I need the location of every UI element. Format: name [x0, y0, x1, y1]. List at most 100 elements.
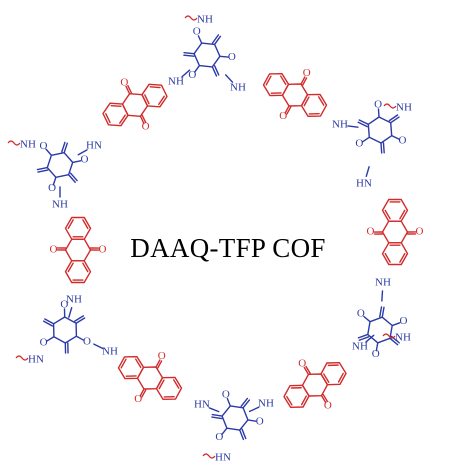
enamine-bond: [211, 34, 220, 44]
enamine-bond: [358, 336, 370, 341]
aromatic-bond: [67, 219, 74, 230]
enamine-bond: [36, 166, 48, 171]
diagram-title: DAAQ-TFP COF: [130, 233, 326, 263]
carbonyl-bond: [361, 136, 370, 143]
carbonyl-oxygen: O: [134, 393, 142, 405]
carbonyl-bond: [219, 55, 229, 58]
aromatic-bond: [67, 262, 74, 273]
carbonyl-bond: [377, 108, 380, 118]
enamine-bond: [211, 413, 223, 417]
tfp-ring: [46, 152, 74, 178]
tfp-oxygen: O: [357, 307, 365, 319]
aromatic-bond: [399, 209, 406, 220]
carbonyl-bond: [391, 134, 400, 140]
carbonyl-oxygen: O: [99, 244, 107, 256]
wavy-bond: [382, 333, 396, 339]
tfp-oxygen: O: [215, 431, 223, 443]
imine-nh-label: NH: [102, 346, 118, 358]
carbonyl-oxygen: O: [279, 110, 287, 122]
tfp-oxygen: O: [374, 99, 382, 111]
aromatic-bond: [120, 358, 127, 369]
carbonyl-bond: [322, 393, 329, 403]
aromatic-bond: [158, 95, 165, 106]
nh-bond: [93, 343, 104, 350]
carbonyl-bond: [72, 160, 82, 164]
carbonyl-oxygen: O: [416, 226, 424, 238]
carbonyl-bond: [320, 394, 327, 404]
extension-nh-label: HN: [215, 452, 231, 464]
carbonyl-bond: [45, 148, 53, 156]
carbonyl-bond: [221, 427, 228, 436]
nh-bond: [224, 74, 234, 83]
enamine-bond: [42, 320, 54, 327]
aromatic-bond: [399, 252, 406, 263]
enamine-bond: [61, 141, 66, 153]
aromatic-bond: [110, 104, 122, 108]
enamine-bond: [389, 337, 399, 346]
carbonyl-bond: [127, 84, 133, 94]
carbonyl-bond: [52, 176, 57, 186]
aromatic-bond: [149, 86, 161, 89]
carbonyl-oxygen: O: [120, 76, 128, 88]
carbonyl-bond: [226, 397, 231, 407]
enamine-bond: [357, 333, 369, 339]
enamine-bond: [388, 114, 399, 122]
carbonyl-bond: [284, 105, 290, 114]
enamine-bond: [183, 54, 195, 57]
imine-nh-label: HN: [194, 399, 210, 411]
aromatic-bond: [172, 379, 180, 389]
enamine-bond: [358, 119, 369, 126]
carbonyl-bond: [375, 342, 379, 352]
nh-bond: [181, 69, 191, 78]
enamine-bond: [183, 52, 195, 55]
enamine-bond: [37, 169, 49, 173]
nh-bond: [68, 306, 73, 318]
tfp-oxygen: O: [355, 138, 363, 150]
nh-bond: [77, 149, 88, 156]
enamine-bond: [239, 429, 245, 441]
enamine-bond: [74, 315, 85, 322]
aromatic-bond: [265, 75, 272, 86]
carbonyl-oxygen: O: [298, 358, 306, 370]
tfp-oxygen: O: [48, 182, 56, 194]
extension-nh-label: NH: [197, 14, 213, 26]
carbonyl-bond: [247, 419, 257, 422]
carbonyl-bond: [300, 76, 306, 85]
imine-nh-label: NH: [332, 119, 348, 131]
carbonyl-bond: [197, 35, 203, 44]
nh-bond: [365, 334, 375, 343]
imine-nh-label: NH: [52, 199, 68, 211]
extension-nh-label: NH: [395, 332, 411, 344]
enamine-bond: [63, 142, 69, 154]
tfp-oxygen: O: [222, 388, 230, 400]
imine-nh-label: NH: [230, 82, 246, 94]
benzene-ring: [320, 362, 347, 386]
nh-bond: [248, 406, 260, 413]
carbonyl-bond: [303, 366, 310, 376]
tfp-oxygen: O: [188, 69, 196, 81]
carbonyl-bond: [141, 114, 147, 124]
carbonyl-bond: [194, 64, 201, 73]
tfp-oxygen: O: [83, 336, 91, 348]
extension-nh-label: NH: [396, 102, 412, 114]
aromatic-bond: [323, 373, 330, 383]
aromatic-bond: [82, 219, 89, 230]
tfp-oxygen: O: [372, 348, 380, 360]
imine-nh-label: NH: [258, 398, 274, 410]
benzene-ring: [300, 93, 328, 117]
benzene-ring: [64, 216, 92, 240]
aromatic-bond: [337, 372, 344, 383]
wavy-bond: [202, 453, 216, 459]
enamine-bond: [240, 397, 249, 407]
carbonyl-bond: [363, 315, 371, 323]
carbonyl-bond: [139, 388, 145, 397]
aromatic-bond: [286, 395, 293, 406]
imine-nh-label: NH: [66, 294, 82, 306]
carbonyl-oxygen: O: [324, 399, 332, 411]
enamine-bond: [241, 428, 247, 440]
aromatic-bond: [82, 262, 89, 273]
enamine-bond: [67, 174, 76, 183]
carbonyl-bond: [75, 335, 85, 341]
carbonyl-oxygen: O: [50, 244, 58, 256]
